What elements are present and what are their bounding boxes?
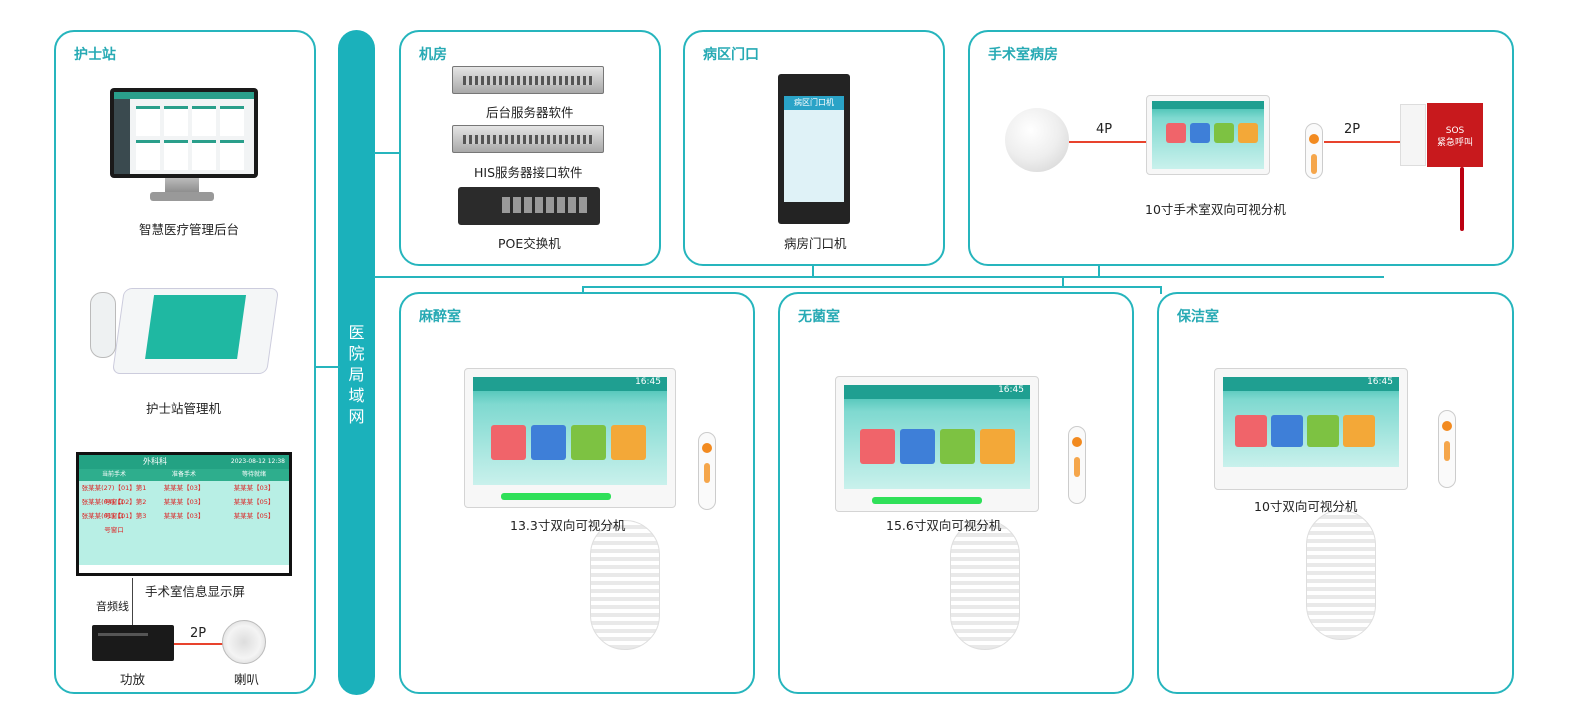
hospital-lan-backbone: 医 院 局 域 网 [338,30,375,695]
wire-4p [1069,141,1147,143]
or-info-display: 外科科 2023-08-12 12:38 当前手术 准备手术 等待就绪 张某某(… [76,452,292,576]
coil-cord-15in [950,520,1020,650]
or-tablet [1146,95,1270,175]
ceiling-speaker [1005,108,1069,172]
wire-label-2p: 2P [1344,122,1361,137]
wire-2p [1324,141,1402,143]
table-row: 张某某(04)【02】第2号窗口 某某某【03】 某某某【05】 [81,498,275,520]
amplifier [92,625,174,661]
caption-10in: 10寸双向可视分机 [1254,499,1358,514]
panel-title: 病区门口 [703,47,759,63]
panel-title: 保洁室 [1177,309,1219,325]
speaker [222,620,266,664]
caption-switch: POE交换机 [498,236,561,251]
link-machine-room [374,152,400,154]
poe-switch [458,187,600,225]
link-or-ward [1098,264,1100,278]
link-nurse [314,366,340,368]
link-anesthesia [582,286,584,294]
audio-line [132,578,133,626]
caption-server1: 后台服务器软件 [486,105,574,120]
caption-amp: 功放 [120,672,146,687]
handle-13in [698,432,716,510]
wire-label-4p: 4P [1096,122,1113,137]
wire-label-2p: 2P [190,626,207,641]
tablet-10in: 16:45 [1214,368,1408,490]
sos-wall-switch [1400,104,1426,166]
panel-title: 麻醉室 [419,309,461,325]
display-title: 外科科 2023-08-12 12:38 [79,455,289,469]
caption-speaker: 喇叭 [234,672,260,687]
caption-server2: HIS服务器接口软件 [474,165,583,180]
handle-10in [1438,410,1456,488]
sos-button: SOS 紧急呼叫 [1427,103,1483,167]
ward-door-terminal: 病区门口机 [778,74,850,224]
link-cleaning [1160,286,1162,294]
monitor-base [150,192,214,201]
link-top-row [374,276,1384,278]
admin-monitor [110,88,258,178]
sos-pull-cord [1460,167,1464,231]
tablet-15in: 16:45 [835,376,1039,512]
panel-title: 无菌室 [798,309,840,325]
amp-speaker-wire [174,643,224,645]
caption-13in: 13.3寸双向可视分机 [510,518,626,533]
link-bottom-row [582,286,1162,288]
caption-audio-line: 音频线 [96,600,129,613]
caption-door: 病房门口机 [784,236,847,251]
backend-server [452,66,604,94]
table-row: 张某某(27)【01】第1号窗口 某某某【03】 某某某【03】 [81,484,275,506]
backbone-label: 医 院 局 域 网 [348,323,365,426]
tablet-13in: 16:45 [464,368,676,508]
table-row: 张某某(01)【01】第3号窗口 某某某【03】 某某某【05】 [81,512,275,534]
caption-display: 手术室信息显示屏 [145,584,246,599]
or-handle [1305,123,1323,179]
caption-or: 10寸手术室双向可视分机 [1145,202,1286,217]
his-server [452,125,604,153]
monitor-stand [165,178,199,194]
nurse-host-device [111,288,280,374]
display-footer [79,565,289,573]
panel-title: 手术室病房 [988,47,1058,63]
caption-admin: 智慧医疗管理后台 [139,222,240,237]
display-header: 当前手术 准备手术 等待就绪 [79,469,289,481]
link-bottom-drop [1062,276,1064,288]
link-ward-gate [812,264,814,278]
caption-15in: 15.6寸双向可视分机 [886,518,1002,533]
panel-title: 机房 [419,47,447,63]
caption-host: 护士站管理机 [146,401,222,416]
coil-cord-10in [1306,510,1376,640]
handset [90,292,116,358]
panel-title: 护士站 [74,47,116,63]
handle-15in [1068,426,1086,504]
coil-cord-13in [590,520,660,650]
